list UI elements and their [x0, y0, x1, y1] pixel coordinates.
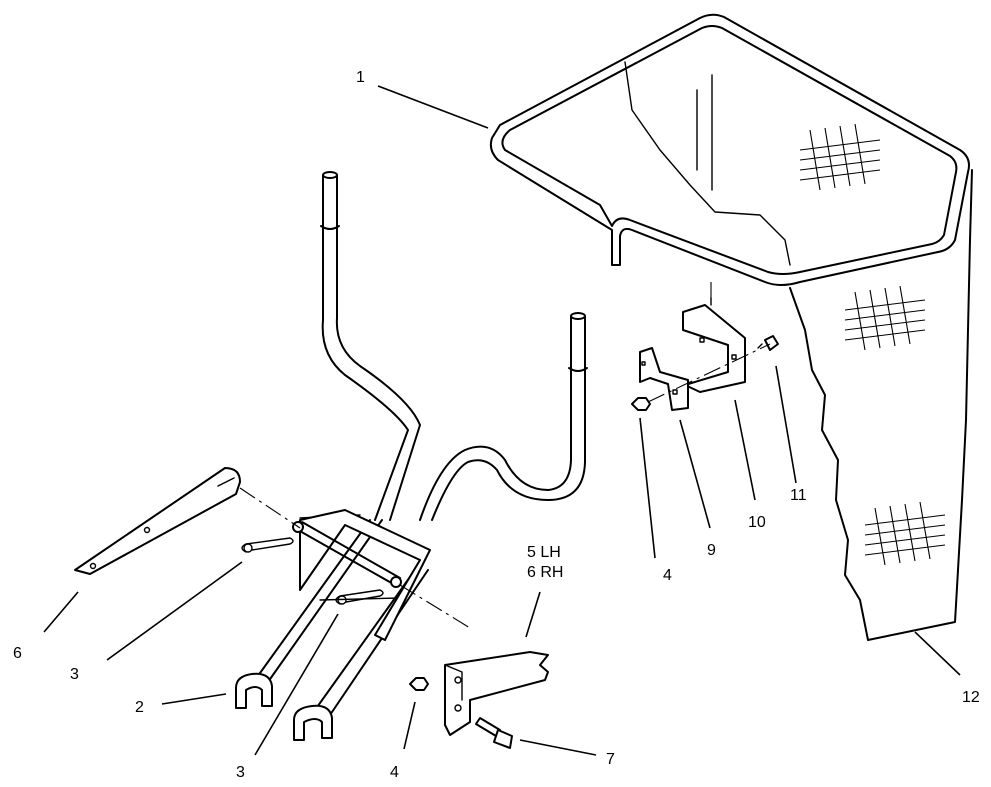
- callout-2: 2: [135, 699, 144, 716]
- callout-4-lower: 4: [390, 764, 399, 781]
- callout-1: 1: [356, 69, 365, 86]
- mesh-patch-lower: [864, 501, 946, 566]
- hex-nut-upper: [631, 397, 651, 411]
- screw: [757, 335, 779, 351]
- frame-bracket: [682, 297, 746, 393]
- callout-3-lower: 3: [236, 764, 245, 781]
- hex-bolt: [475, 717, 513, 749]
- callout-6-rh: 6 RH: [527, 564, 563, 581]
- mount-bracket: [444, 651, 549, 736]
- mesh-patch-middle: [844, 285, 926, 351]
- callout-4-upper: 4: [663, 567, 672, 584]
- callout-9: 9: [707, 542, 716, 559]
- bag-frame: [489, 13, 970, 286]
- callout-12: 12: [962, 689, 980, 706]
- hairpin-cotter-pin-upper: [241, 537, 294, 553]
- callout-5-lh: 5 LH: [527, 544, 561, 561]
- callout-3-upper: 3: [70, 666, 79, 683]
- alignment-lines: [239, 282, 771, 629]
- hex-nut-lower: [409, 677, 429, 691]
- callout-11: 11: [790, 487, 807, 504]
- mesh-patch-upper: [799, 123, 881, 191]
- hairpin-cotter-pin-lower: [335, 589, 384, 605]
- grass-bag: [624, 61, 973, 641]
- callout-7: 7: [606, 751, 615, 768]
- callout-6: 6: [13, 645, 22, 662]
- handle-assembly: [235, 171, 588, 741]
- support-rod: [74, 467, 241, 575]
- bag-bracket: [639, 347, 689, 411]
- callout-10: 10: [748, 514, 766, 531]
- leader-lines: [43, 85, 961, 756]
